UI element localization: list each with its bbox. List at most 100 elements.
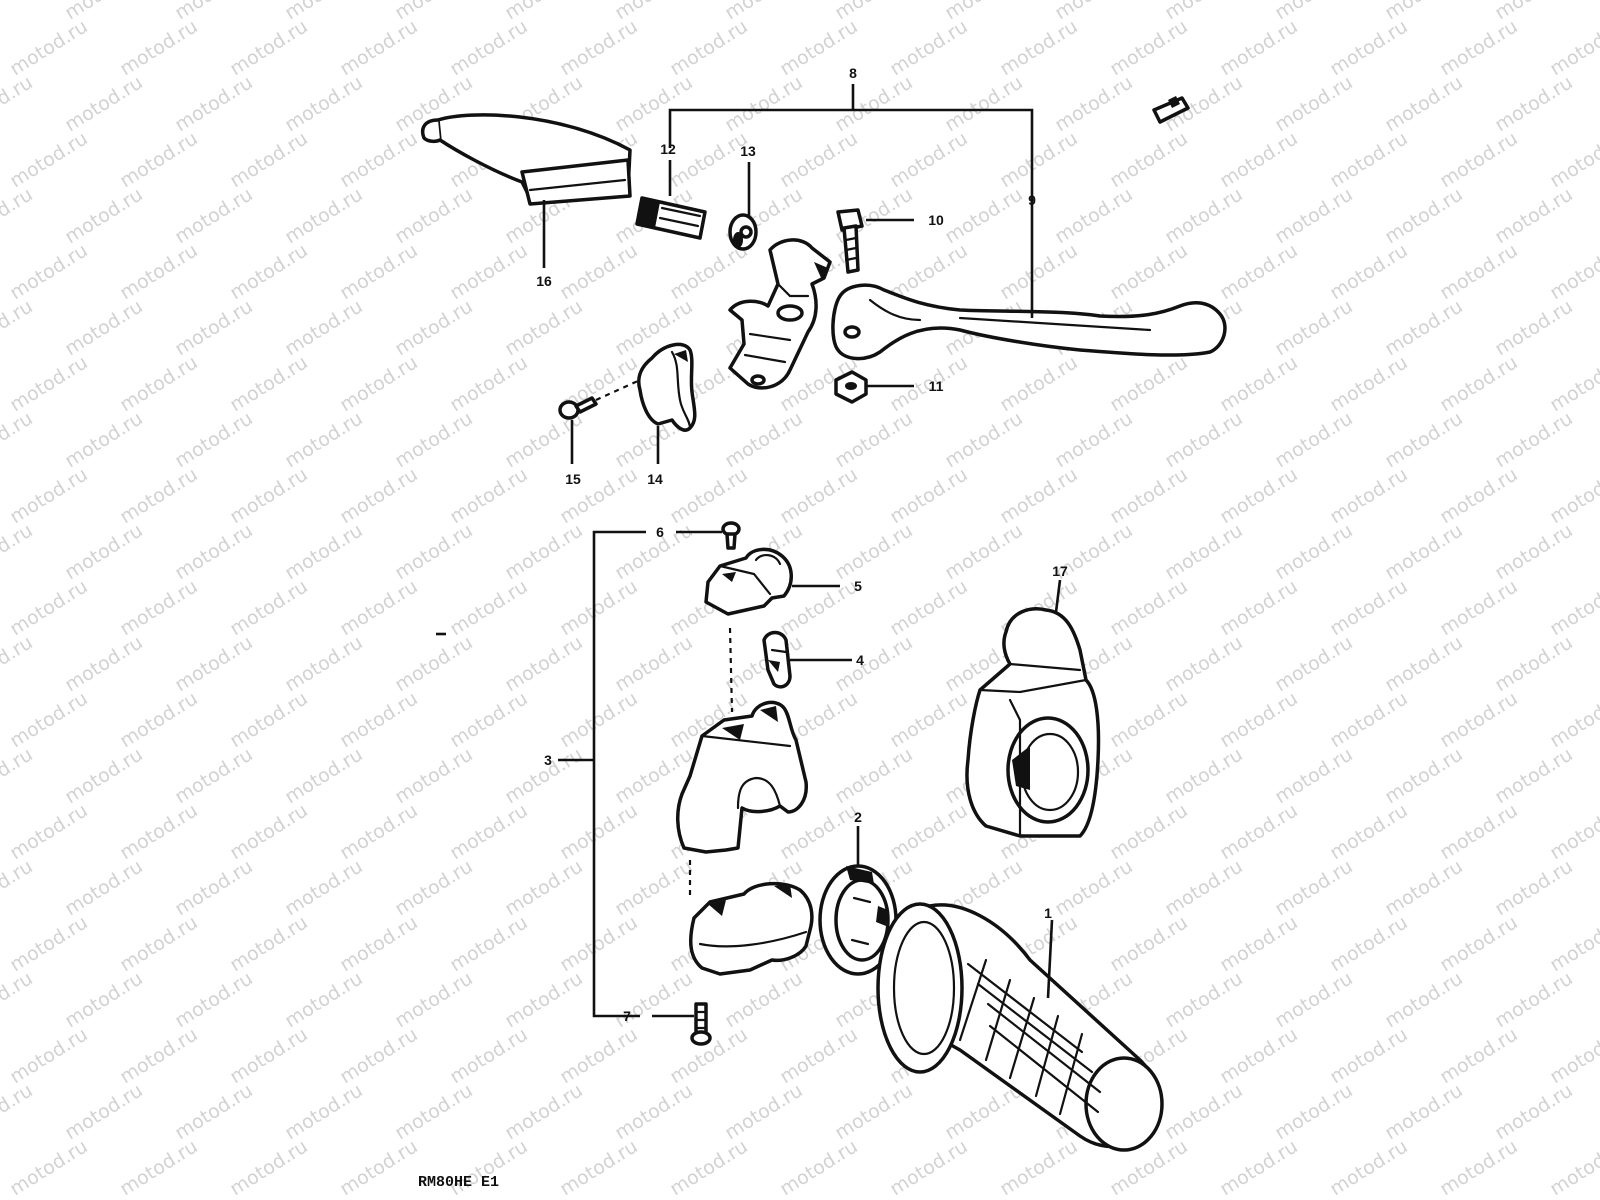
watermark-text: motod.ru: [721, 407, 807, 472]
clamp-part-14: [637, 342, 697, 432]
watermark-text: motod.ru: [1546, 1023, 1600, 1088]
watermark-text: motod.ru: [1381, 743, 1467, 808]
watermark-text: motod.ru: [1106, 799, 1192, 864]
leader-lines: [542, 84, 1062, 1018]
watermark-text: motod.ru: [1271, 183, 1357, 248]
callout-11: 11: [929, 378, 944, 394]
watermark-text: motod.ru: [996, 351, 1082, 416]
watermark-text: motod.ru: [1161, 407, 1247, 472]
watermark-text: motod.ru: [171, 743, 257, 808]
watermark-text: motod.ru: [0, 0, 37, 24]
watermark-text: motod.ru: [61, 1079, 147, 1144]
callout-12: 12: [660, 141, 676, 157]
watermark-text: motod.ru: [281, 295, 367, 360]
watermark-text: motod.ru: [1106, 351, 1192, 416]
watermark-text: motod.ru: [6, 687, 92, 752]
watermark-text: motod.ru: [556, 575, 642, 640]
watermark-text: motod.ru: [1216, 463, 1302, 528]
watermark-text: motod.ru: [1326, 687, 1412, 752]
watermark-text: motod.ru: [336, 15, 422, 80]
watermark-text: motod.ru: [941, 71, 1027, 136]
watermark-text: motod.ru: [831, 407, 917, 472]
watermark-text: motod.ru: [171, 855, 257, 920]
drawing-code: RM80HE E1: [418, 1174, 499, 1191]
watermark-text: motod.ru: [1216, 127, 1302, 192]
watermark-text: motod.ru: [226, 911, 312, 976]
callout-5: 5: [854, 578, 862, 594]
watermark-text: motod.ru: [666, 15, 752, 80]
watermark-text: motod.ru: [831, 519, 917, 584]
watermark-text: motod.ru: [886, 575, 972, 640]
watermark-text: motod.ru: [1326, 911, 1412, 976]
watermark-text: motod.ru: [1161, 1079, 1247, 1144]
watermark-text: motod.ru: [6, 239, 92, 304]
callout-4: 4: [856, 652, 864, 668]
watermark-text: motod.ru: [831, 743, 917, 808]
watermark-text: motod.ru: [61, 407, 147, 472]
watermark-text: motod.ru: [1106, 15, 1192, 80]
watermark-text: motod.ru: [1326, 575, 1412, 640]
watermark-text: motod.ru: [996, 15, 1082, 80]
watermark-text: motod.ru: [1381, 407, 1467, 472]
watermark-text: motod.ru: [501, 855, 587, 920]
watermark-text: motod.ru: [446, 1023, 532, 1088]
watermark-text: motod.ru: [1106, 463, 1192, 528]
watermark-text: motod.ru: [6, 1135, 92, 1200]
watermark-text: motod.ru: [336, 351, 422, 416]
callout-3: 3: [544, 752, 552, 768]
watermark-text: motod.ru: [501, 1079, 587, 1144]
watermark-text: motod.ru: [556, 911, 642, 976]
watermark-text: motod.ru: [226, 351, 312, 416]
watermark-text: motod.ru: [666, 1135, 752, 1200]
watermark-text: motod.ru: [226, 127, 312, 192]
watermark-text: motod.ru: [1161, 855, 1247, 920]
watermark-text: motod.ru: [116, 1023, 202, 1088]
watermark-text: motod.ru: [611, 1079, 697, 1144]
watermark-text: motod.ru: [281, 743, 367, 808]
watermark-text: motod.ru: [226, 463, 312, 528]
watermark-text: motod.ru: [1161, 183, 1247, 248]
watermark-text: motod.ru: [1326, 1023, 1412, 1088]
watermark-text: motod.ru: [336, 127, 422, 192]
watermark-text: motod.ru: [6, 799, 92, 864]
watermark-text: motod.ru: [171, 295, 257, 360]
callout-7: 7: [623, 1008, 631, 1024]
callout-9: 9: [1028, 192, 1036, 208]
watermark-text: motod.ru: [1216, 351, 1302, 416]
watermark-text: motod.ru: [1491, 71, 1577, 136]
watermark-text: motod.ru: [1106, 687, 1192, 752]
watermark-text: motod.ru: [281, 967, 367, 1032]
watermark-text: motod.ru: [0, 519, 37, 584]
watermark-text: motod.ru: [0, 631, 37, 696]
watermark-text: motod.ru: [556, 15, 642, 80]
watermark-text: motod.ru: [1546, 351, 1600, 416]
watermark-text: motod.ru: [116, 239, 202, 304]
throttle-housing-lower: [688, 881, 814, 976]
watermark-text: motod.ru: [1216, 911, 1302, 976]
watermark-text: motod.ru: [281, 407, 367, 472]
watermark-text: motod.ru: [666, 127, 752, 192]
watermark-text: motod.ru: [1436, 15, 1522, 80]
watermark-text: motod.ru: [116, 575, 202, 640]
watermark-text: motod.ru: [446, 911, 532, 976]
watermark-text: motod.ru: [281, 855, 367, 920]
watermark-text: motod.ru: [116, 15, 202, 80]
watermark-text: motod.ru: [1216, 1135, 1302, 1200]
watermark-text: motod.ru: [1381, 1079, 1467, 1144]
watermark-text: motod.ru: [1491, 967, 1577, 1032]
watermark-text: motod.ru: [996, 1135, 1082, 1200]
watermark-text: motod.ru: [1491, 855, 1577, 920]
watermark-text: motod.ru: [1491, 407, 1577, 472]
watermark-text: motod.ru: [1546, 911, 1600, 976]
watermark-text: motod.ru: [6, 351, 92, 416]
watermark-text: motod.ru: [6, 1023, 92, 1088]
watermark-text: motod.ru: [226, 239, 312, 304]
watermark-text: motod.ru: [501, 519, 587, 584]
watermark-text: motod.ru: [281, 71, 367, 136]
watermark-text: motod.ru: [0, 183, 37, 248]
watermark-text: motod.ru: [61, 183, 147, 248]
watermark-text: motod.ru: [1051, 855, 1137, 920]
watermark-text: motod.ru: [1216, 239, 1302, 304]
watermark-text: motod.ru: [996, 463, 1082, 528]
screw-part-7: [690, 1002, 712, 1046]
